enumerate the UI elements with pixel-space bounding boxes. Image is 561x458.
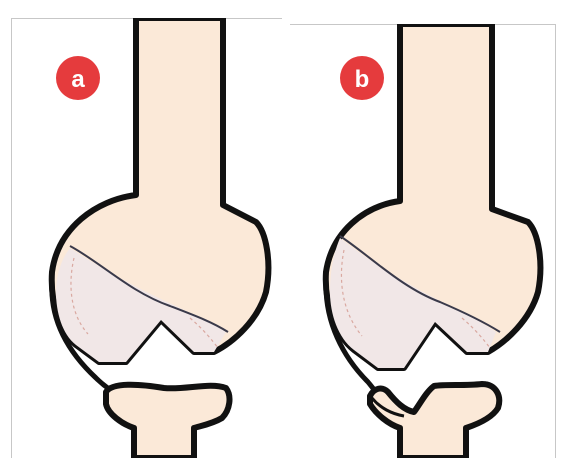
panel-a: a — [11, 18, 282, 458]
panel-b: b — [290, 24, 556, 458]
panel-b-badge: b — [340, 56, 384, 100]
panel-b-label: b — [355, 66, 370, 93]
panel-a-label: a — [71, 66, 85, 93]
panel-a-badge: a — [56, 56, 100, 100]
panel-b-tibia — [370, 384, 499, 458]
panel-a-tibia — [106, 385, 229, 458]
